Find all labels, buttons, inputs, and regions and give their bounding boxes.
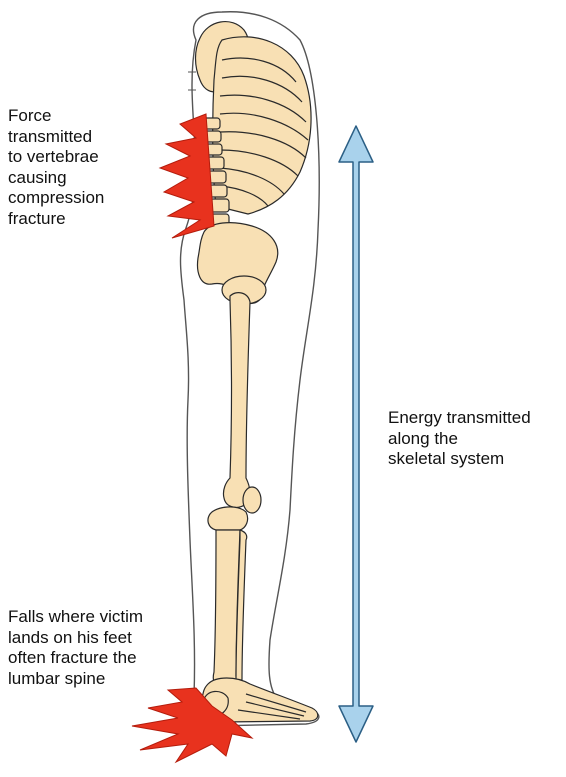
skeleton (196, 22, 318, 722)
knee-joint-bone (208, 507, 248, 530)
energy-transmission-caption: Energy transmitted along the skeletal sy… (388, 408, 566, 470)
falls-caption: Falls where victim lands on his feet oft… (8, 607, 178, 689)
compression-fracture-caption: Force transmitted to vertebrae causing c… (8, 106, 158, 229)
patella-bone (243, 487, 261, 513)
impact-burst-icon-back (160, 114, 214, 238)
double-headed-arrow-icon (339, 126, 373, 742)
femur-bone (223, 293, 250, 508)
